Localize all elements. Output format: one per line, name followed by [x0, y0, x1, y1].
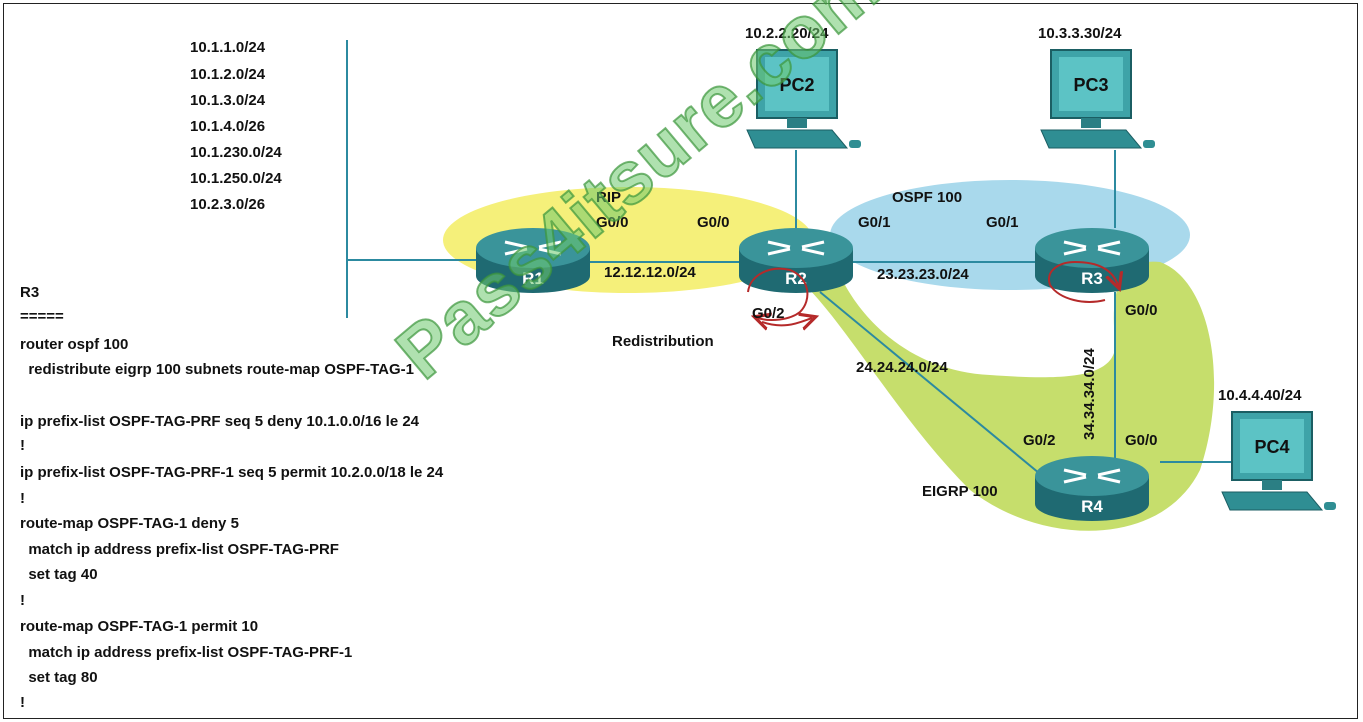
r1-label: R1 — [522, 269, 544, 288]
diagram-frame — [3, 3, 1358, 719]
redistribution-label: Redistribution — [612, 333, 714, 350]
r4-g00-label: G0/0 — [1125, 432, 1158, 449]
lan-subnet: 10.1.1.0/24 — [190, 39, 266, 56]
r2-label: R2 — [785, 269, 807, 288]
config-line: set tag 80 — [20, 669, 98, 686]
lan-subnet: 10.1.230.0/24 — [190, 144, 282, 161]
r4-label: R4 — [1081, 497, 1103, 516]
config-line: route-map OSPF-TAG-1 deny 5 — [20, 515, 239, 532]
r2-g02-label: G0/2 — [752, 305, 785, 322]
pc3-ip: 10.3.3.30/24 — [1038, 25, 1122, 42]
redistribution-arrow-r2 — [747, 267, 809, 320]
redistribution-arrow-r2-lower — [761, 318, 812, 325]
pc4-ip: 10.4.4.40/24 — [1218, 387, 1302, 404]
lan-subnet: 10.1.2.0/24 — [190, 66, 266, 83]
config-line: ip prefix-list OSPF-TAG-PRF-1 seq 5 perm… — [20, 464, 444, 481]
r2-g00-label: G0/0 — [697, 214, 730, 231]
config-line: set tag 40 — [20, 566, 98, 583]
config-line: ip prefix-list OSPF-TAG-PRF seq 5 deny 1… — [20, 413, 420, 430]
lan-subnet: 10.1.4.0/26 — [190, 118, 266, 135]
r3-label: R3 — [1081, 269, 1103, 288]
pc3-label: PC3 — [1073, 75, 1108, 95]
config-line: ! — [20, 694, 25, 711]
pc4-icon: PC4 — [1221, 411, 1336, 511]
ospf-domain-label: OSPF 100 — [892, 189, 963, 206]
link-r2-r4-label: 24.24.24.0/24 — [856, 359, 948, 376]
router-r4: R4 — [1035, 456, 1149, 521]
pc4-label: PC4 — [1254, 437, 1289, 457]
link-r2-r3-label: 23.23.23.0/24 — [877, 266, 969, 283]
link-r3-r4-label: 34.34.34.0/24 — [1081, 348, 1098, 440]
router-r2: R2 — [739, 228, 853, 293]
config-line: route-map OSPF-TAG-1 permit 10 — [20, 618, 259, 635]
config-line: ! — [20, 490, 25, 507]
router-r1: R1 — [476, 228, 590, 293]
config-line: match ip address prefix-list OSPF-TAG-PR… — [20, 541, 339, 558]
r1-g00-label: G0/0 — [596, 214, 629, 231]
eigrp-domain-label: EIGRP 100 — [922, 483, 998, 500]
lan-subnet: 10.2.3.0/26 — [190, 196, 266, 213]
pc2-label: PC2 — [779, 75, 814, 95]
config-line: redistribute eigrp 100 subnets route-map… — [20, 361, 414, 378]
r3-g00-label: G0/0 — [1125, 302, 1158, 319]
redistribution-arrow-r3 — [1048, 260, 1118, 303]
config-line: ! — [20, 437, 25, 454]
config-line: router ospf 100 — [20, 336, 129, 353]
pc3-icon: PC3 — [1040, 49, 1155, 149]
config-line: match ip address prefix-list OSPF-TAG-PR… — [20, 644, 353, 661]
link-r2-r4 — [819, 291, 1046, 479]
pc2-icon: PC2 — [746, 49, 861, 149]
rip-domain-label: RIP — [596, 189, 622, 206]
r4-g02-label: G0/2 — [1023, 432, 1056, 449]
config-line: ===== — [20, 308, 64, 325]
pc2-ip: 10.2.2.20/24 — [745, 25, 829, 42]
r2-g01-label: G0/1 — [858, 214, 891, 231]
config-line: ! — [20, 592, 25, 609]
config-line: R3 — [20, 284, 40, 301]
link-r1-r2-label: 12.12.12.0/24 — [604, 264, 696, 281]
r3-g01-label: G0/1 — [986, 214, 1019, 231]
router-r3: R3 — [1035, 228, 1149, 293]
lan-subnet: 10.1.3.0/24 — [190, 92, 266, 109]
lan-subnet: 10.1.250.0/24 — [190, 170, 282, 187]
